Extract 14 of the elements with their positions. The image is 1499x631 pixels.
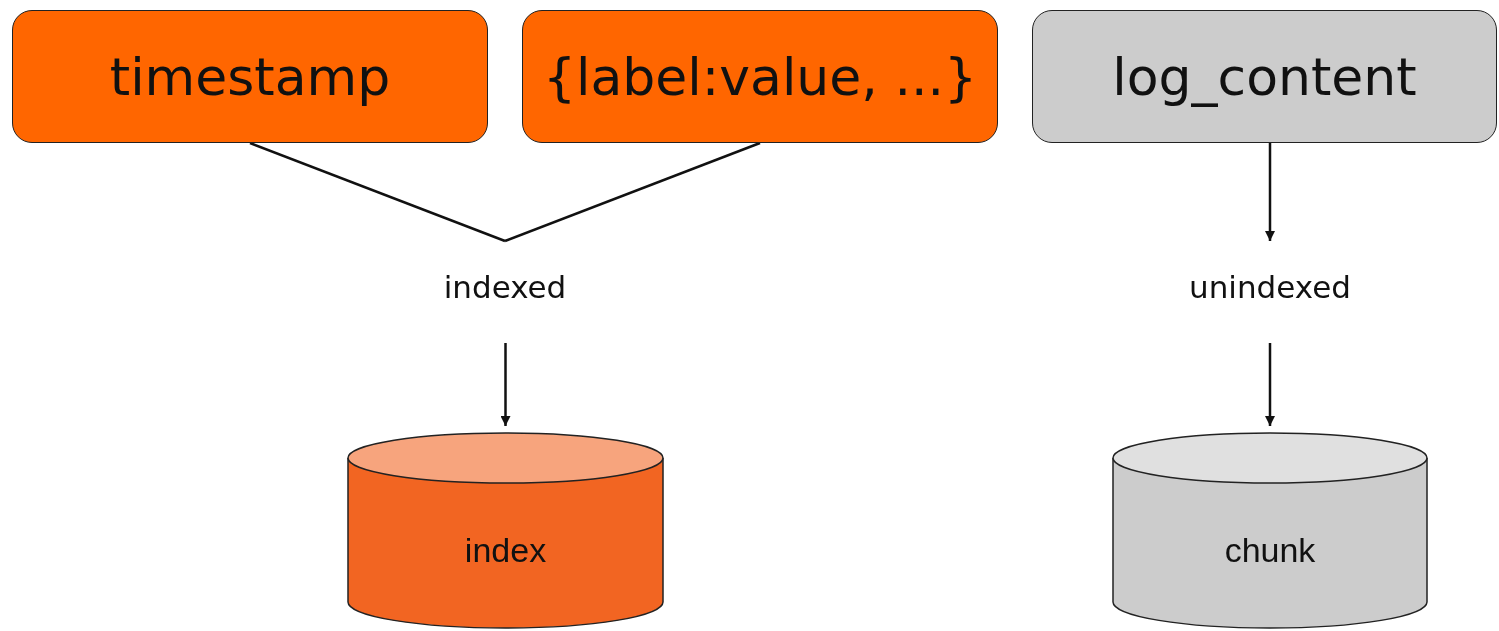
arrow <box>1265 143 1275 241</box>
arrow <box>500 343 511 426</box>
text-label: unindexed <box>1189 269 1351 305</box>
database-cylinder <box>347 432 664 628</box>
connector-line <box>249 141 506 243</box>
arrow <box>1265 343 1275 426</box>
database-label: chunk <box>1224 530 1316 570</box>
field-box: log_content <box>1032 10 1497 143</box>
database-cylinder <box>1112 432 1428 628</box>
connector-line <box>504 141 761 243</box>
field-box: {label:value, ...} <box>522 10 998 143</box>
database-label: index <box>464 530 547 570</box>
field-box: timestamp <box>12 10 488 143</box>
text-label: indexed <box>443 269 567 305</box>
